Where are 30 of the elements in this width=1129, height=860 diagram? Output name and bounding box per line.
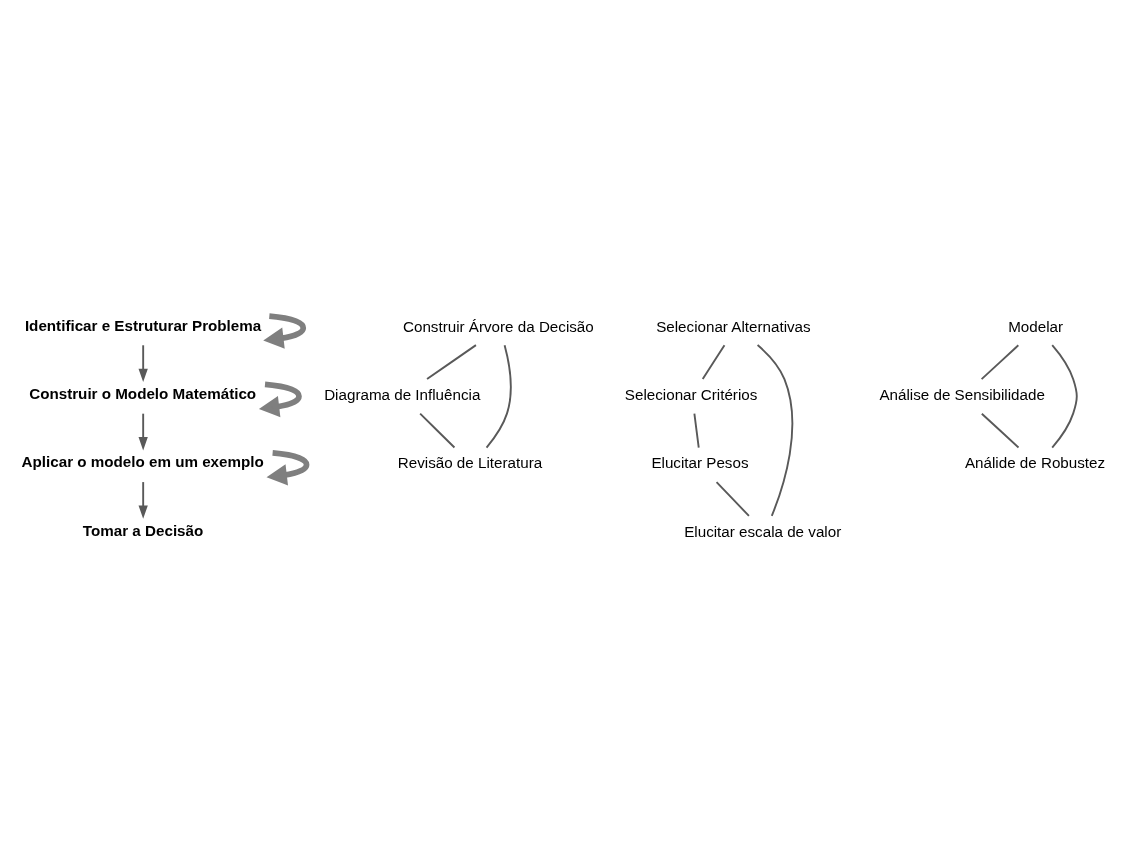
node-text: Elucitar Pesos <box>651 453 749 471</box>
connector <box>426 343 477 380</box>
node-text: Identificar e Estruturar Problema <box>24 316 262 334</box>
node-text: Selecionar Critérios <box>624 385 758 403</box>
connector <box>693 412 700 448</box>
connector <box>419 412 456 448</box>
arrow <box>138 343 148 382</box>
arrow <box>258 381 302 417</box>
node-text: Análide de Robustez <box>964 453 1106 471</box>
connector <box>715 480 750 517</box>
node-text: Elucitar escala de valor <box>684 522 842 540</box>
connector <box>485 343 512 448</box>
node-text: Revisão de Literatura <box>397 453 543 471</box>
arrow <box>138 412 148 450</box>
node-text: Tomar a Decisão <box>82 521 204 539</box>
node-text: Análise de Sensibilidade <box>879 385 1045 403</box>
connector <box>1051 343 1078 449</box>
node-text: Diagrama de Influência <box>324 385 481 403</box>
connector <box>980 412 1020 448</box>
connector <box>756 343 794 517</box>
node-text: Construir Árvore da Decisão <box>403 317 594 335</box>
arrow <box>263 312 307 349</box>
connector <box>980 343 1020 380</box>
node-text: Modelar <box>1008 317 1064 335</box>
arrow <box>266 449 310 485</box>
node-text: Construir o Modelo Matemático <box>29 384 257 402</box>
node-text: Selecionar Alternativas <box>656 317 811 335</box>
connector <box>701 343 726 380</box>
arrow <box>138 480 148 519</box>
node-text: Aplicar o modelo em um exemplo <box>21 452 264 470</box>
